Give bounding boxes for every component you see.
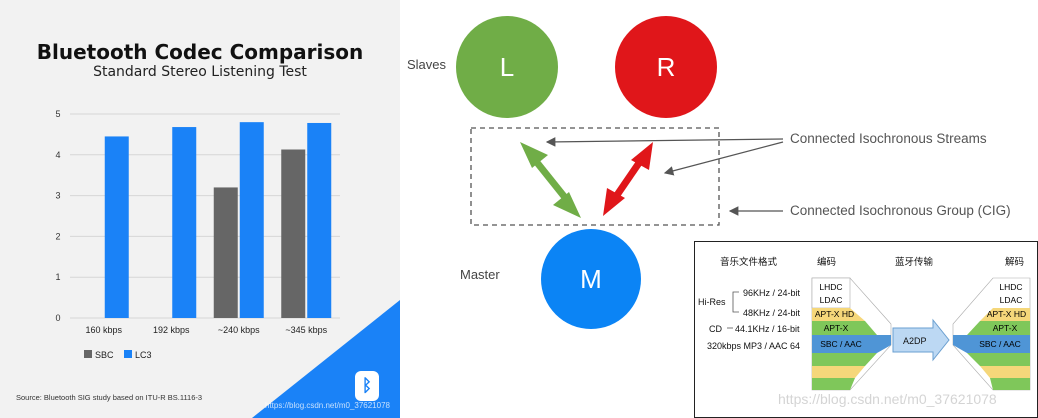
encode-codec: SBC / AAC — [820, 339, 862, 349]
bar-sbc — [281, 149, 306, 318]
y-tick-label: 2 — [55, 231, 60, 241]
bar-lc3 — [307, 122, 332, 318]
slave-right-node: R — [615, 16, 717, 118]
bar-chart: 0 1 2 3 4 5 160 kbps 192 kbps ~240 kbps ~345 kbps… — [55, 109, 340, 360]
bluetooth-icon: ᛒ — [355, 371, 379, 401]
hires-bracket — [732, 291, 739, 313]
cig-group-box — [470, 127, 720, 226]
a2dp-label: A2DP — [903, 336, 927, 346]
x-tick-label: ~240 kbps — [218, 325, 260, 335]
green-stream-arrow — [520, 142, 581, 218]
encode-codec: APT-X HD — [814, 309, 855, 319]
red-stream-arrow — [603, 142, 653, 216]
encoder-funnel — [811, 277, 892, 391]
y-tick-label: 3 — [55, 191, 60, 201]
encode-codec: LDAC — [819, 295, 843, 305]
legend-label: SBC — [95, 350, 114, 360]
header-format: 音乐文件格式 — [720, 257, 778, 268]
cis-label: Connected Isochronous Streams — [790, 131, 987, 146]
topology-diagram — [470, 127, 784, 226]
decode-codec: LDAC — [999, 295, 1023, 305]
x-tick-label: 192 kbps — [153, 325, 190, 335]
bar-lc3 — [172, 127, 197, 318]
cis-pointer-line — [545, 137, 784, 147]
bar-lc3 — [239, 122, 264, 318]
codec-pipeline-inset: 音乐文件格式 编码 蓝牙传输 解码 Hi-Res 96KHz / 24-bit … — [694, 241, 1038, 418]
header-decode: 解码 — [1005, 257, 1025, 268]
header-encode: 编码 — [817, 257, 837, 268]
hires-label: Hi-Res — [698, 297, 726, 307]
hires-rate-1: 96KHz / 24-bit — [743, 288, 801, 298]
chart-title: Bluetooth Codec Comparison — [36, 40, 364, 64]
cd-label: CD — [709, 324, 722, 334]
x-tick-label: ~345 kbps — [285, 325, 327, 335]
encode-codec: LHDC — [819, 282, 843, 292]
encode-codec: APT-X — [823, 323, 849, 333]
codec-pipeline-graphic — [727, 277, 1031, 391]
hires-rate-2: 48KHz / 24-bit — [743, 308, 801, 318]
master-node: M — [541, 229, 641, 329]
decode-codec: APT-X HD — [986, 309, 1027, 319]
chart-panel: Bluetooth Codec Comparison Standard Ster… — [0, 0, 400, 418]
y-tick-label: 4 — [55, 150, 60, 160]
cis-pointer-line — [663, 141, 784, 176]
bar-sbc — [213, 187, 238, 318]
slaves-label: Slaves — [407, 57, 447, 72]
y-tick-label: 5 — [55, 109, 60, 119]
slave-left-node: L — [456, 16, 558, 118]
y-tick-label: 0 — [55, 313, 60, 323]
header-transport: 蓝牙传输 — [895, 257, 934, 268]
chart-subtitle: Standard Stereo Listening Test — [93, 64, 307, 80]
cd-rate: 44.1KHz / 16-bit — [735, 324, 800, 334]
cig-label: Connected Isochronous Group (CIG) — [790, 203, 1011, 218]
y-tick-label: 1 — [55, 272, 60, 282]
decoder-funnel — [952, 277, 1031, 391]
master-label: Master — [460, 267, 500, 282]
watermark: https://blog.csdn.net/m0_37621078 — [778, 391, 997, 407]
watermark: https://blog.csdn.net/m0_37621078 — [265, 401, 390, 410]
bar-lc3 — [104, 136, 129, 318]
chart-source: Source: Bluetooth SIG study based on ITU… — [16, 393, 203, 402]
a2dp-arrow — [892, 318, 950, 362]
legend-label: LC3 — [135, 350, 152, 360]
legend-swatch — [124, 350, 132, 358]
legend-swatch — [84, 350, 92, 358]
mp3-rate: 320kbps MP3 / AAC 64 — [707, 341, 801, 351]
decode-codec: LHDC — [999, 282, 1023, 292]
decode-codec: APT-X — [992, 323, 1018, 333]
x-tick-label: 160 kbps — [85, 325, 122, 335]
decode-codec: SBC / AAC — [979, 339, 1021, 349]
